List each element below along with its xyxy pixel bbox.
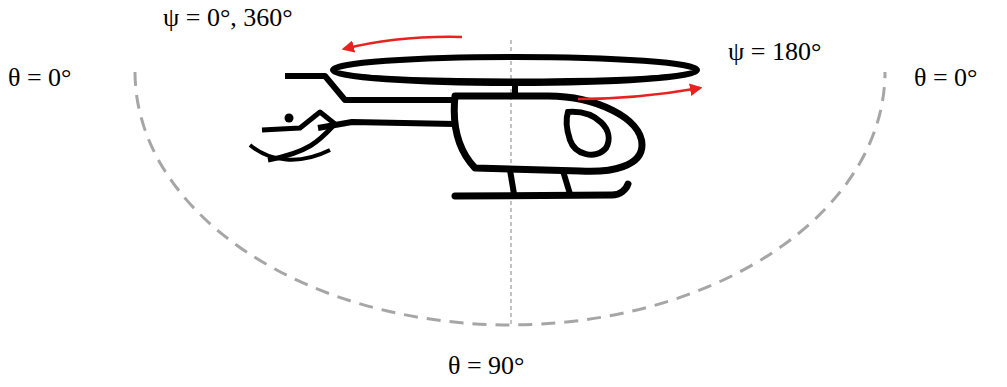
- angle-arc: [135, 72, 885, 325]
- tail-boom: [285, 76, 455, 100]
- rotation-arrow: [578, 88, 700, 99]
- cabin-window: [567, 112, 609, 155]
- skid-leg: [563, 171, 570, 194]
- angle-label: ψ = 180°: [728, 36, 821, 67]
- tail-rotor: [285, 114, 294, 123]
- angle-label: θ = 90°: [448, 350, 525, 381]
- cabin: [454, 96, 642, 171]
- angle-label: θ = 0°: [914, 62, 978, 93]
- tail-boom: [318, 122, 455, 128]
- tail-fin: [250, 145, 330, 160]
- rotation-arrow: [344, 37, 462, 49]
- skid-leg: [510, 170, 514, 194]
- angle-label: θ = 0°: [8, 62, 72, 93]
- angle-label: ψ = 0°, 360°: [163, 2, 293, 33]
- rotor-disk: [333, 57, 697, 83]
- rotor-blade: [340, 74, 690, 80]
- landing-skid: [455, 184, 628, 196]
